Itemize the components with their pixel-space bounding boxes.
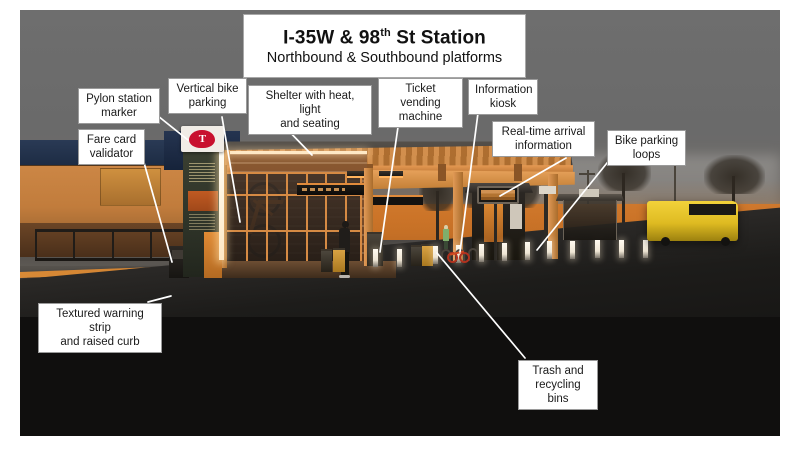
overhead-heater [346, 171, 372, 178]
pedestrian [336, 220, 353, 279]
title-line-2: Northbound & Southbound platforms [266, 50, 503, 67]
bus-wheel [660, 236, 670, 246]
lighted-bollard [524, 242, 530, 261]
canopy-beam [514, 164, 522, 182]
recycling-bin [320, 248, 333, 273]
callout-trash-recycling-bins: Trash and recycling bins [518, 360, 598, 410]
bus-windshield [652, 203, 685, 218]
lighted-bollard [396, 248, 402, 267]
shelter-floor [213, 261, 397, 279]
lighted-bollard [547, 241, 553, 260]
parked-bicycle [447, 246, 471, 266]
building-window [99, 167, 161, 206]
callout-fare-card-validator: Fare card validator [78, 129, 145, 165]
lighted-bollard [479, 243, 485, 262]
arrival-sign-post [494, 193, 498, 262]
canopy-column [453, 171, 463, 262]
pylon-route-sign [187, 191, 219, 211]
title-prefix: I-35W & 98 [283, 27, 381, 49]
distant-pedestrian [443, 225, 451, 249]
kiosk-info-panel [483, 199, 504, 243]
title-suffix: St Station [390, 27, 486, 49]
real-time-arrival-display [476, 185, 520, 205]
opposite-platform-sign [579, 188, 600, 197]
bike-wall-light-strip [229, 151, 367, 155]
shelter-directional-sign [369, 195, 423, 205]
trash-bin [333, 247, 345, 272]
canopy-beam [438, 164, 446, 182]
lighted-bollard [373, 249, 379, 268]
pylon-accent-strip [203, 231, 223, 279]
recycling-bin [410, 245, 423, 267]
opposite-platform-shelter [563, 199, 617, 241]
lighted-bollard [618, 240, 624, 259]
canopy-column [363, 167, 374, 266]
lighted-bollard [570, 240, 576, 259]
shelter-wayfinding-sign [297, 182, 370, 196]
callout-real-time-arrival-information: Real-time arrival information [492, 121, 595, 157]
far-pylon-logo-panel [539, 186, 556, 195]
far-pylon-marker [544, 193, 549, 241]
overhead-heater [378, 171, 404, 178]
lighted-bollard [501, 243, 507, 262]
callout-shelter-heat-light-seating: Shelter with heat, light and seating [248, 85, 372, 135]
title-ordinal-suffix: th [380, 27, 391, 39]
pylon-light-strip [219, 149, 225, 261]
callout-pylon-station-marker: Pylon station marker [78, 88, 160, 124]
trash-bin [421, 244, 433, 266]
transit-t-logo-icon [189, 130, 216, 149]
lighted-bollard [433, 246, 439, 264]
lighted-bollard [643, 240, 649, 259]
bus-wheel [721, 236, 731, 246]
kiosk-map-panel [510, 203, 523, 230]
title-line-1: I-35W & 98th St Station [254, 22, 515, 49]
callout-bike-parking-loops: Bike parking loops [607, 130, 686, 166]
callout-information-kiosk: Information kiosk [468, 79, 538, 115]
bus-side-windows [688, 204, 736, 216]
title-card: I-35W & 98th St Station Northbound & Sou… [243, 14, 526, 79]
pylon-station-name-text [189, 162, 216, 184]
callout-ticket-vending-machine: Ticket vending machine [378, 78, 463, 128]
callout-vertical-bike-parking: Vertical bike parking [168, 78, 247, 114]
callout-textured-warning-strip: Textured warning strip and raised curb [38, 303, 162, 353]
ticket-vending-machine [366, 231, 384, 266]
lighted-bollard [594, 240, 600, 259]
utility-pole [673, 159, 676, 206]
pylon-secondary-text [189, 214, 216, 232]
utility-crossarm [579, 172, 596, 175]
